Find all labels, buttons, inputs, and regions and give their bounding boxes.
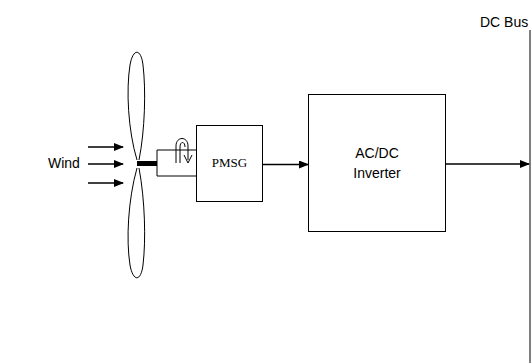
shaft [137, 161, 157, 166]
wind-arrows [88, 147, 123, 183]
bus-label: DC Bus [480, 14, 528, 30]
wind-label: Wind [48, 155, 80, 171]
connector-arrow [263, 164, 308, 166]
converter-box: AC/DC Inverter [308, 94, 446, 232]
bus-arrow [446, 163, 529, 165]
generator-box: PMSG [196, 125, 263, 202]
dc-bus-line [530, 30, 531, 363]
node-text: PMSG [212, 154, 247, 173]
node-text: AC/DC Inverter [353, 143, 400, 184]
rotation-arrow [176, 139, 192, 164]
